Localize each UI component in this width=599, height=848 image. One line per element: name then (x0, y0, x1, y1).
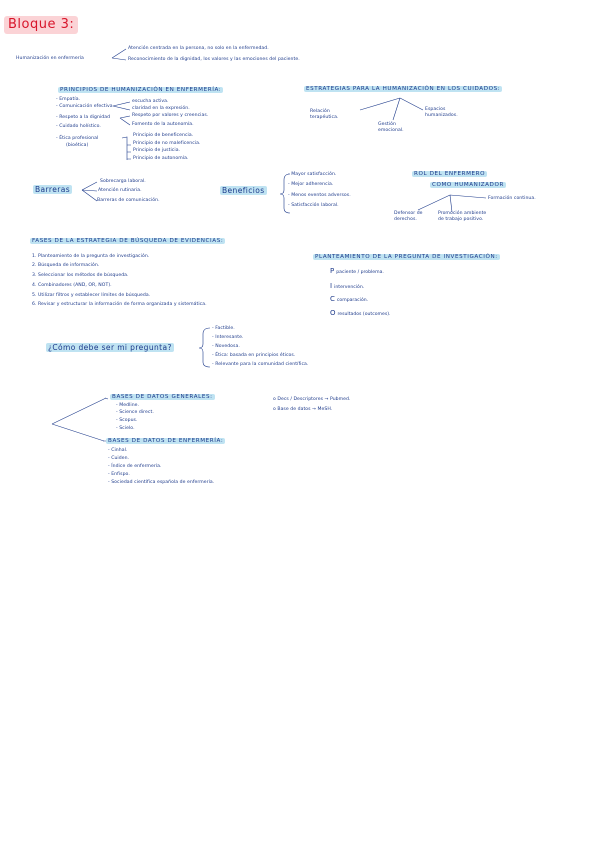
principio-sub: Principio de no maleficencia. (133, 141, 201, 146)
pregunta-item: - Relevante para la comunidad científica… (212, 362, 309, 367)
fase-item: 6. Revisar y estructurar la información … (32, 302, 207, 307)
principio-sub: Principio de justicia. (133, 148, 181, 153)
humanizacion-item: Atención centrada en la persona, no solo… (128, 46, 269, 51)
bases-enfermeria-heading: Bases de datos de enfermería: (106, 438, 226, 444)
principio-item: - Comunicación efectiva (56, 104, 113, 109)
base-item: - Cinhal. (108, 448, 128, 453)
pregunta-item: - Novedosa. (212, 344, 240, 349)
principios-heading: Principios de humanización en enfermería… (58, 87, 224, 93)
beneficio-item: - Mayor satisfacción. (288, 172, 337, 177)
bases-note: o Base de datos → MeSH. (273, 407, 333, 412)
base-item: - Medline. (116, 403, 140, 408)
principio-item: (bioética) (66, 143, 89, 148)
principio-item: - Respeto a la dignidad (56, 115, 111, 120)
fase-item: 4. Combinadores (AND, OR, NOT). (32, 283, 112, 288)
rol-heading: como humanizador (430, 182, 506, 188)
principio-sub: Respeto por valores y creencias. (132, 113, 209, 118)
fase-item: 2. Búsqueda de información. (32, 263, 100, 268)
principio-sub: Fomento de la autonomía. (132, 122, 194, 127)
fase-item: 1. Planteamiento de la pregunta de inves… (32, 254, 150, 259)
barreras-label: Barreras (33, 185, 73, 194)
pregunta-label: ¿Cómo debe ser mi pregunta? (46, 343, 174, 352)
page-title: Bloque 3: (4, 16, 79, 34)
fases-heading: Fases de la estrategia de búsqueda de ev… (30, 238, 226, 244)
rol-item: Promoción ambiente de trabajo positivo. (438, 211, 487, 222)
bases-note: o Decs / Descriptores → Pubmed. (273, 397, 351, 402)
principio-sub: Principio de autonomía. (133, 156, 189, 161)
beneficios-label: Beneficios (220, 186, 267, 195)
base-item: - Scopus. (116, 418, 138, 423)
beneficio-item: - Mejor adherencia. (288, 182, 334, 187)
estrategia-item: Relación terapéutica. (310, 109, 339, 120)
base-item: - Scielo. (116, 426, 135, 431)
rol-item: Formación continua. (488, 196, 536, 201)
principio-sub: escucha activa. (132, 99, 169, 104)
fase-item: 3. Seleccionar los métodos de búsqueda. (32, 273, 129, 278)
pregunta-item: - Factible. (212, 326, 235, 331)
principio-item: - Ética profesional (56, 136, 99, 141)
rol-heading: Rol del enfermero (412, 171, 488, 177)
base-item: - Índice de enfermería. (108, 464, 162, 469)
beneficio-item: - Menos eventos adversos. (288, 193, 351, 198)
estrategia-item: Espacios humanizados. (425, 107, 458, 118)
estrategias-heading: Estrategias para la humanización en los … (304, 86, 503, 92)
principio-sub: Principio de beneficencia. (133, 133, 194, 138)
base-item: - Enfispo. (108, 472, 130, 477)
humanizacion-label: Humanización en enfermería (16, 56, 84, 61)
barrera-item: Barreras de comunicación. (97, 198, 160, 203)
base-item: - Science direct. (116, 410, 154, 415)
principio-item: - Cuidado holístico. (56, 124, 101, 129)
fase-item: 5. Utilizar filtros y establecer límites… (32, 293, 151, 298)
base-item: - Sociedad científica española de enferm… (108, 480, 215, 485)
principio-item: - Empatía. (56, 97, 81, 102)
beneficio-item: - Satisfacción laboral. (288, 203, 339, 208)
pico-heading: Planteamiento de la pregunta de investig… (313, 254, 500, 260)
barrera-item: Atención rutinaria. (98, 188, 142, 193)
base-item: - Cuiden. (108, 456, 130, 461)
humanizacion-item: Reconocimiento de la dignidad, los valor… (128, 57, 300, 62)
estrategia-item: Gestión emocional. (378, 122, 404, 133)
barrera-item: Sobrecarga laboral. (100, 179, 146, 184)
bases-generales-heading: Bases de datos generales: (110, 394, 215, 400)
pregunta-item: - Interesante. (212, 335, 244, 340)
principio-sub: claridad en la expresión. (132, 106, 190, 111)
rol-item: Defensor de derechos. (394, 211, 423, 222)
pregunta-item: - Ética: basada en principios éticos. (212, 353, 296, 358)
